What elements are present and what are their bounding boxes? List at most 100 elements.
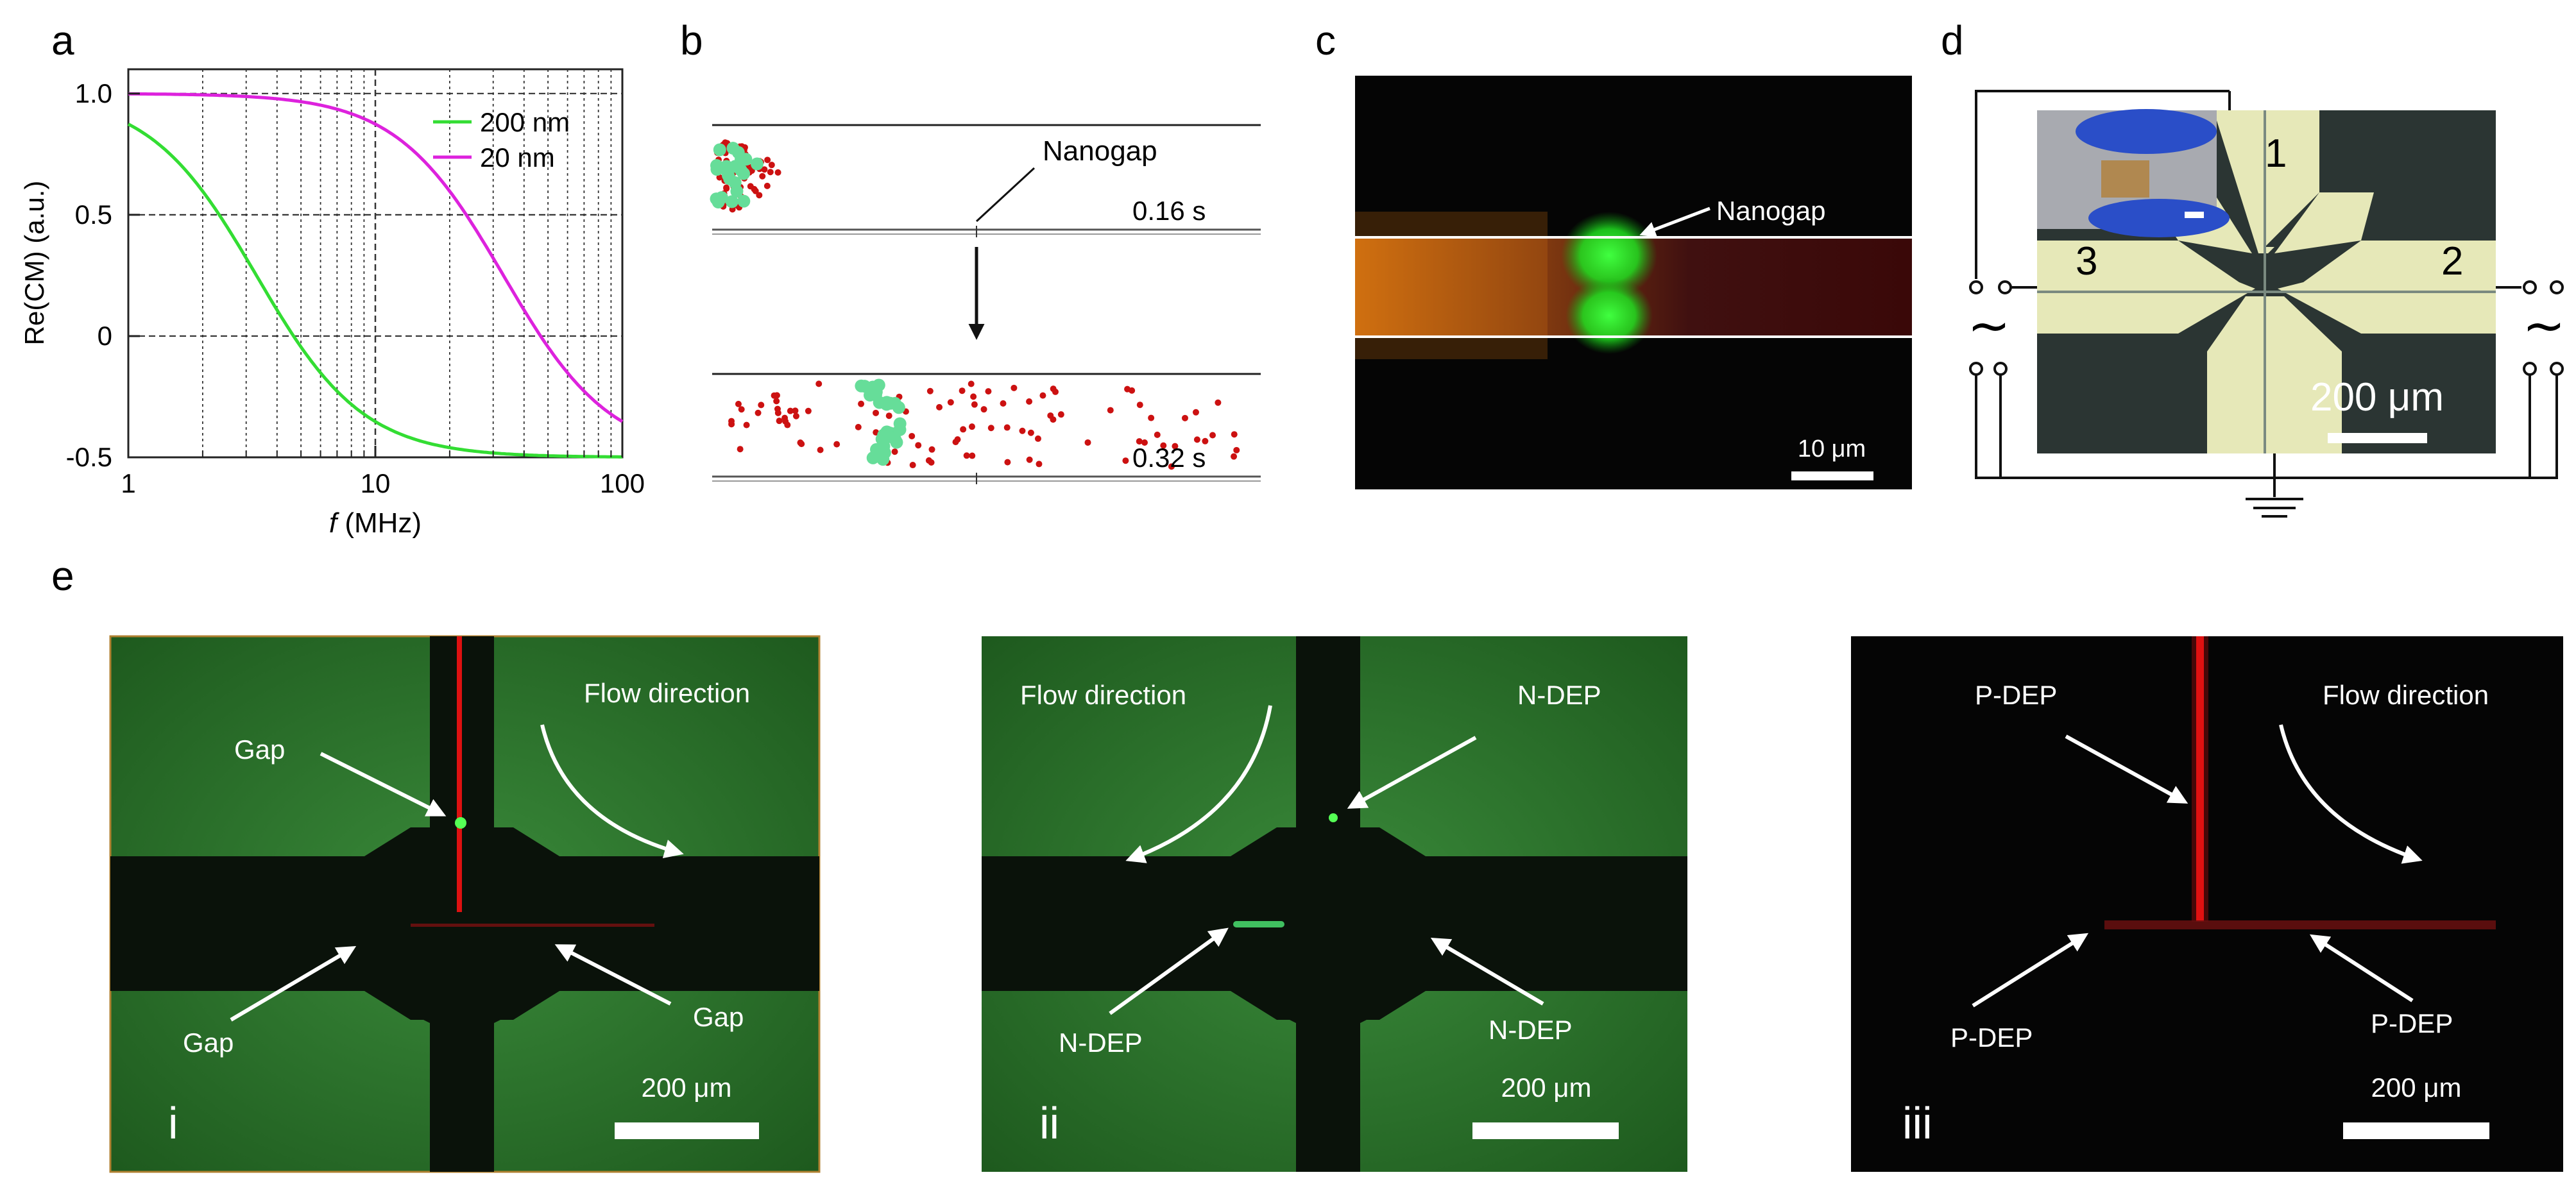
x-tick-label: 10 — [361, 468, 391, 498]
red-particle — [1019, 427, 1026, 434]
red-line-iii-glow — [2192, 636, 2208, 922]
y-tick-label: -0.5 — [66, 442, 112, 472]
scale-bar-i — [615, 1122, 759, 1139]
green-spot-upper — [1561, 212, 1657, 299]
ndep-label-ii-top: N-DEP — [1517, 680, 1601, 710]
ndep-label-ii-right: N-DEP — [1488, 1015, 1573, 1045]
red-particle — [1168, 463, 1175, 470]
red-particle — [1231, 453, 1238, 460]
electrode-2 — [2278, 241, 2496, 334]
red-particle — [1011, 384, 1018, 391]
red-particle — [1050, 385, 1057, 393]
red-line-iii — [2196, 636, 2204, 922]
red-particle — [985, 388, 992, 395]
red-line-i-h — [411, 924, 654, 927]
red-particle — [759, 173, 766, 180]
red-particle — [771, 392, 778, 399]
red-particle — [1026, 456, 1033, 463]
red-particle — [1036, 461, 1043, 468]
flow-arrow-i — [540, 724, 684, 859]
time-label-bottom: 0.32 s — [1132, 443, 1206, 473]
green-particle — [892, 401, 905, 414]
scale-bar-c — [1791, 471, 1873, 480]
pdep-label-iii-top: P-DEP — [1975, 680, 2057, 710]
red-particle — [908, 432, 916, 439]
gap-arrow-i-top — [320, 752, 447, 816]
channels-ii — [982, 636, 1687, 1172]
nanogap-pointer — [975, 167, 1036, 223]
chart-legend: 200 nm 20 nm — [433, 107, 570, 173]
red-particle — [926, 387, 934, 394]
red-particle — [858, 400, 865, 407]
red-particle — [774, 409, 781, 416]
green-particle — [866, 451, 880, 464]
electrode-ground — [2207, 296, 2342, 453]
red-particle — [764, 157, 771, 164]
nanogap-pointer-c — [1639, 207, 1710, 237]
x-tick-label: 100 — [600, 468, 645, 498]
red-particle — [909, 462, 916, 469]
electrode-upper-right — [2274, 192, 2374, 253]
numeral-ii: ii — [1039, 1098, 1059, 1148]
scale-label-iii: 200 μm — [2371, 1072, 2462, 1103]
red-particle — [738, 406, 745, 413]
red-particle — [755, 409, 762, 416]
red-line-iii-h — [2104, 920, 2496, 929]
red-particle — [1136, 402, 1143, 409]
red-particle — [873, 409, 880, 416]
red-particle — [767, 169, 774, 176]
red-particle — [947, 399, 954, 406]
red-particle — [743, 421, 750, 428]
inset-chip — [2101, 160, 2149, 198]
red-particle — [1039, 392, 1046, 399]
red-particle — [728, 418, 735, 425]
circuit-wiring — [1975, 90, 2558, 518]
red-particle — [1148, 414, 1155, 421]
legend-label-20nm: 20 nm — [480, 142, 555, 173]
flow-label-i: Flow direction — [584, 678, 750, 708]
red-particle — [936, 403, 943, 410]
y-axis-label: Re(CM) (a.u.) — [19, 181, 49, 346]
red-particle — [960, 426, 967, 433]
red-particle — [805, 407, 812, 414]
red-particle — [1141, 439, 1148, 446]
scale-label-ii: 200 μm — [1501, 1072, 1592, 1103]
device-panel: 1 3 2 200 μm ∼ ∼ — [1967, 90, 2566, 518]
flow-label-iii: Flow direction — [2323, 680, 2489, 710]
red-particle — [1233, 446, 1240, 453]
red-particle — [776, 418, 783, 425]
red-particle — [855, 423, 862, 430]
red-line-i — [457, 636, 462, 912]
gap-label-i-left: Gap — [183, 1028, 234, 1058]
red-particle — [1084, 439, 1091, 446]
green-particle — [735, 152, 748, 165]
gap-label-i-right: Gap — [693, 1002, 744, 1032]
pdep-label-iii-left: P-DEP — [1950, 1022, 2033, 1053]
red-particle — [980, 406, 987, 413]
glove-bottom — [2088, 199, 2230, 237]
pdep-arrow-iii-right — [2309, 934, 2414, 1003]
red-particle — [782, 418, 789, 425]
ac-source-left-icon: ∼ — [1967, 297, 2010, 354]
red-particle — [952, 439, 959, 446]
scale-label-c: 10 μm — [1798, 436, 1866, 462]
red-particle — [737, 446, 744, 453]
electrode-label-2: 2 — [2441, 239, 2463, 283]
particles-bottom — [728, 378, 1240, 470]
green-dot-ii — [1329, 813, 1338, 822]
chart-grid — [128, 69, 622, 457]
red-particle — [963, 452, 970, 459]
y-tick-label: 1.0 — [75, 78, 112, 108]
legend-label-200nm: 200 nm — [480, 107, 570, 137]
green-particle — [723, 172, 737, 185]
red-particle — [774, 169, 781, 176]
red-particle — [758, 402, 765, 409]
red-particle — [928, 446, 935, 453]
x-tick-label: 1 — [121, 468, 135, 498]
red-particle — [761, 166, 768, 173]
ndep-arrow-ii-right — [1430, 937, 1544, 1006]
red-particle — [1160, 442, 1167, 449]
green-streak-ii — [1233, 921, 1284, 927]
green-particle — [737, 194, 751, 208]
